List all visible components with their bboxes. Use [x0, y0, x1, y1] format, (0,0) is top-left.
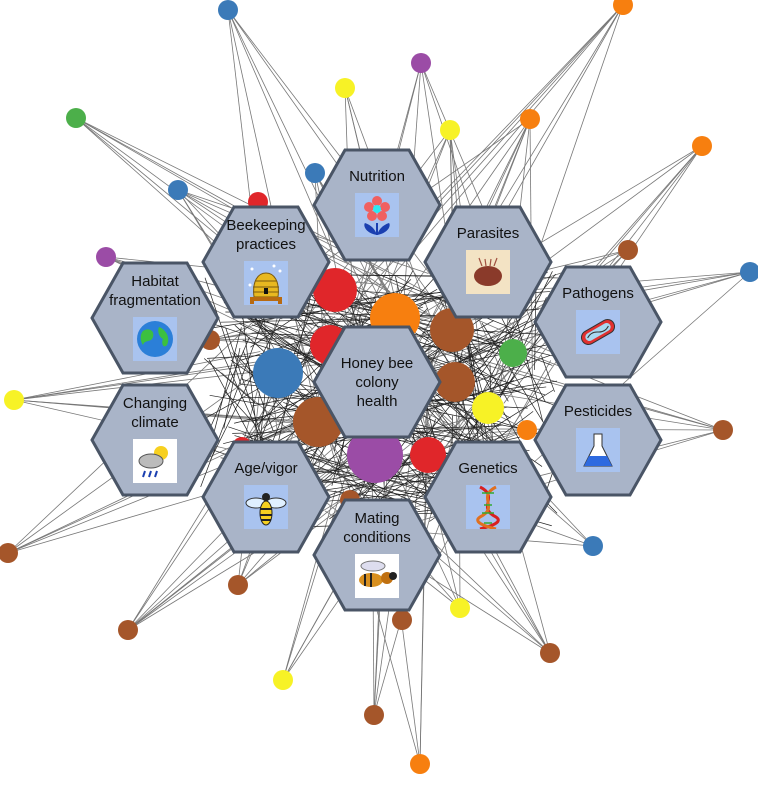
yellow-node — [273, 670, 293, 690]
edge — [224, 390, 257, 426]
brown-node — [118, 620, 138, 640]
blue-node — [168, 180, 188, 200]
brown-node — [392, 610, 412, 630]
edge — [75, 117, 384, 272]
orange-node — [692, 136, 712, 156]
edge — [472, 305, 528, 431]
blue-node — [583, 536, 603, 556]
hexagon-label: Nutrition — [349, 168, 405, 185]
globe-icon — [133, 317, 177, 361]
hexagon-label: Mating — [354, 510, 400, 527]
bee-side-icon — [355, 554, 399, 598]
yellow-node — [335, 78, 355, 98]
hexagon-label: Changing — [122, 395, 188, 412]
hexagon-pathogens: Pathogens — [533, 265, 663, 379]
hexagon-label: Pathogens — [562, 285, 634, 302]
bee-icon — [244, 485, 288, 529]
hexagon-center: Honey bee colony health — [312, 325, 442, 439]
hexagon-label: Genetics — [458, 460, 518, 477]
edge — [203, 358, 256, 403]
edge — [541, 355, 555, 392]
hexagon-genetics: Genetics — [423, 440, 553, 554]
hexagon-label: fragmentation — [109, 292, 201, 309]
edge — [209, 327, 288, 341]
yellow-node — [440, 120, 460, 140]
hexagon-label: practices — [235, 236, 297, 253]
edge — [204, 277, 242, 386]
orange-node — [410, 754, 430, 774]
hexagon-label: conditions — [343, 529, 411, 546]
brown-node — [540, 643, 560, 663]
purple-node — [347, 427, 403, 483]
edge — [223, 347, 241, 429]
brown-node — [364, 705, 384, 725]
red-node — [313, 268, 357, 312]
hexagon-mating: Mating conditions — [312, 498, 442, 612]
purple-node — [411, 53, 431, 73]
orange-node — [613, 0, 633, 15]
blue-node — [218, 0, 238, 20]
hexagon-shape — [312, 325, 442, 439]
blue-node — [253, 348, 303, 398]
brown-node — [713, 420, 733, 440]
hexagon-habitat: Habitat fragmentation — [90, 261, 220, 375]
bacterium-icon — [576, 310, 620, 354]
hexagon-label: Honey bee — [340, 355, 414, 372]
yellow-node — [472, 392, 504, 424]
hexagon-label: Age/vigor — [234, 460, 298, 477]
edge — [298, 287, 413, 318]
brown-node — [435, 362, 475, 402]
brown-node — [618, 240, 638, 260]
green-node — [66, 108, 86, 128]
edge — [13, 351, 261, 401]
orange-node — [517, 420, 537, 440]
hexagon-pesticides: Pesticides — [533, 383, 663, 497]
hexagon-label: climate — [131, 414, 179, 431]
brown-node — [430, 308, 474, 352]
yellow-node — [4, 390, 24, 410]
edge — [209, 337, 250, 429]
mite-icon — [466, 250, 510, 294]
blue-node — [305, 163, 325, 183]
dna-icon — [466, 485, 510, 531]
edge — [481, 322, 553, 438]
edge — [253, 316, 270, 343]
hexagon-nutrition: Nutrition — [312, 148, 442, 262]
beehive-icon — [244, 261, 288, 305]
edge — [282, 490, 336, 681]
hexagon-label: Pesticides — [563, 403, 633, 420]
orange-node — [520, 109, 540, 129]
hexagon-label: Parasites — [456, 225, 520, 242]
hexagon-climate: Changing climate — [90, 383, 220, 497]
brown-node — [0, 543, 18, 563]
green-node — [499, 339, 527, 367]
yellow-node — [450, 598, 470, 618]
flask-icon — [576, 428, 620, 472]
purple-node — [96, 247, 116, 267]
weather-icon — [133, 439, 177, 483]
hexagon-parasites: Parasites — [423, 205, 553, 319]
red-node — [410, 437, 446, 473]
flower-icon — [355, 193, 399, 237]
brown-node — [228, 575, 248, 595]
edge — [485, 320, 527, 342]
edge — [242, 350, 274, 432]
hexagon-label: colony — [355, 374, 399, 391]
hexagon-label: health — [356, 393, 398, 410]
hexagon-beekeeping: Beekeeping practices — [201, 205, 331, 319]
blue-node — [740, 262, 758, 282]
hexagon-label: Beekeeping — [226, 217, 306, 234]
edge — [210, 295, 292, 460]
edge — [212, 327, 242, 437]
hexagon-age: Age/vigor — [201, 440, 331, 554]
hexagon-label: Habitat — [131, 273, 179, 290]
